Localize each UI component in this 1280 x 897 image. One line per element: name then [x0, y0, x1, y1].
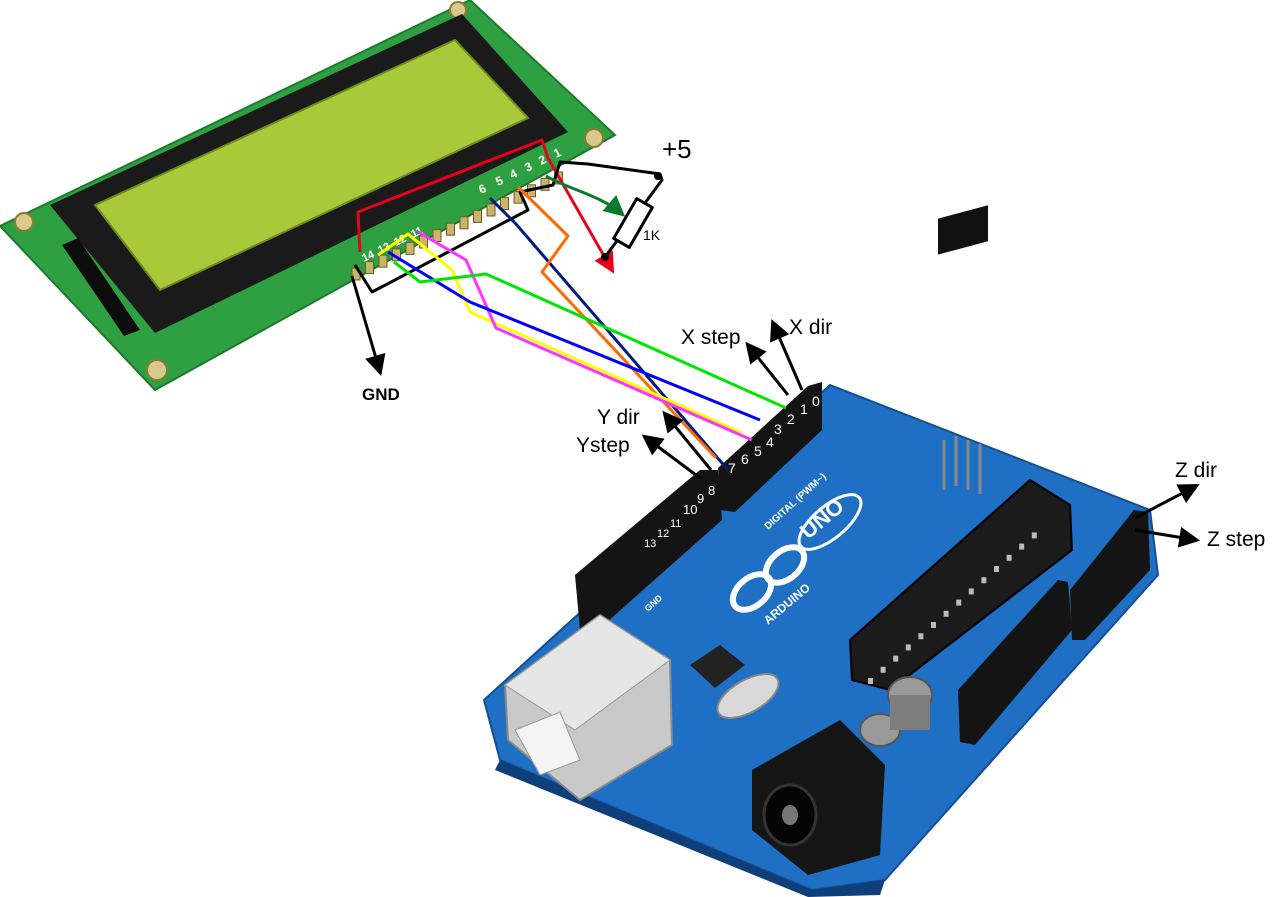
chip-pin [968, 588, 974, 595]
arduino-pin-label: 6 [741, 451, 749, 467]
gnd-label: GND [362, 385, 400, 404]
arduino-pin-label: 1 [800, 401, 808, 417]
lcd-pin [459, 216, 469, 230]
signal-arrows [641, 319, 1201, 548]
lcd-pin [365, 261, 374, 275]
chip-pin [905, 644, 911, 651]
analog-header [1070, 510, 1150, 640]
wire-d5 [417, 230, 753, 442]
lcd-mount-hole [449, 1, 467, 19]
chip-pin [880, 666, 886, 673]
lcd-module: 6 5 4 3 2 1 14 13 12 11 [0, 0, 617, 392]
lcd-mount-hole [14, 212, 34, 232]
y-dir-arrow [662, 410, 713, 471]
chip-pin [1031, 532, 1037, 539]
power-header [958, 580, 1072, 745]
wire-power [356, 138, 615, 274]
icsp-header [938, 205, 988, 494]
atmega-chip [848, 478, 1074, 692]
chip-pin [994, 566, 999, 572]
chip-pin [956, 599, 962, 606]
capacitors [859, 676, 933, 747]
usb-b-jack [503, 613, 674, 802]
wire-enable [516, 185, 718, 460]
chip-socket-pins [868, 532, 1037, 684]
lcd-pin [500, 197, 509, 211]
z-step-label: Z step [1207, 528, 1265, 551]
z-dir-arrow [1134, 484, 1200, 520]
wire-rs [488, 196, 730, 471]
lcd-pin-label: 14 [360, 248, 377, 264]
chip-pin [1006, 554, 1012, 561]
arduino-pin-label: 10 [683, 502, 697, 517]
wire-d6 [387, 250, 761, 422]
lcd-side-strip [62, 238, 140, 336]
chip-pin [868, 678, 873, 684]
x-dir-label: X dir [789, 316, 832, 339]
y-step-label: Ystep [576, 434, 630, 457]
x-step-label: X step [681, 326, 741, 349]
x-step-arrow [745, 341, 790, 396]
arduino-board: ARDUINO UNO DIGITAL (PWM~) GND 3 2 1 0 7… [482, 205, 1160, 897]
junction-dot [654, 172, 662, 180]
digital-header-left [575, 470, 722, 630]
arduino-pin-labels: 3 2 1 0 7 6 5 4 13 12 11 10 9 8 [644, 393, 820, 550]
lcd-screen [93, 38, 530, 292]
arduino-pin-label: 2 [787, 411, 795, 427]
wires [350, 138, 787, 471]
resistor-label: 1K [643, 227, 661, 243]
wire-d4 [377, 232, 743, 435]
arduino-pin-label: 3 [774, 421, 782, 437]
arduino-pin-label: 12 [657, 528, 669, 540]
wire-d7 [393, 260, 787, 410]
arduino-pin-label: 11 [670, 518, 681, 530]
lcd-pin [405, 241, 415, 255]
labels: +5 1K GND X step X dir Y dir Ystep Z dir… [362, 134, 1265, 551]
z-step-arrow [1134, 526, 1201, 548]
plus5-label: +5 [662, 134, 692, 164]
lcd-mount-hole [584, 128, 604, 148]
junction-dot [601, 253, 609, 261]
chip-pin [918, 633, 924, 640]
chip-pin [1019, 543, 1025, 550]
dc-barrel-jack [752, 720, 885, 875]
y-dir-label: Y dir [597, 406, 640, 429]
arduino-pin-label: 9 [697, 491, 704, 506]
z-dir-label: Z dir [1175, 459, 1217, 482]
digital-header-right [718, 382, 822, 512]
arduino-pin-label: 5 [754, 443, 762, 459]
chip-pin [931, 622, 936, 628]
lcd-mount-hole [146, 359, 168, 381]
chip-pin [893, 655, 899, 662]
y-step-arrow [641, 434, 701, 480]
arduino-pin-label: 7 [728, 460, 736, 476]
gnd-arrow [350, 275, 386, 377]
arduino-pin-label: 4 [766, 434, 774, 450]
crystal [716, 673, 780, 719]
wire-contrast [545, 174, 626, 217]
lcd-pin [473, 209, 482, 223]
arduino-pin-label: 13 [644, 538, 656, 550]
arduino-pin-label: 0 [812, 393, 820, 409]
lcd-pin [378, 254, 388, 268]
usb-controller-chip [690, 645, 745, 688]
lcd-pin [446, 222, 455, 236]
resistor-1k [612, 197, 654, 249]
chip-pin [943, 610, 949, 617]
x-dir-arrow [770, 319, 804, 391]
lcd-pin [486, 203, 496, 217]
chip-pin [981, 577, 987, 584]
arduino-pin-label: 8 [708, 483, 715, 498]
